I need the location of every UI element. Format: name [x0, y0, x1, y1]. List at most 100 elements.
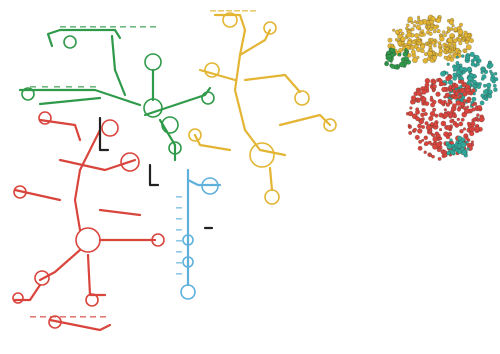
atom-sphere — [417, 124, 421, 128]
loop — [39, 112, 51, 124]
atom-sphere — [433, 44, 436, 47]
atom-sphere — [490, 78, 494, 82]
atom-sphere — [458, 96, 461, 99]
atom-sphere — [494, 72, 497, 75]
atom-sphere — [450, 120, 453, 123]
atom-sphere — [424, 112, 428, 116]
loop — [181, 285, 195, 299]
helix-stem — [245, 75, 300, 92]
atom-sphere — [488, 94, 492, 98]
atom-sphere — [425, 25, 428, 28]
label-mark — [176, 262, 182, 264]
atom-sphere — [467, 67, 472, 72]
atom-sphere — [452, 94, 455, 97]
atom-sphere — [399, 29, 403, 33]
label-mark — [110, 26, 116, 28]
loop — [76, 228, 100, 252]
yellow-domain — [189, 10, 336, 204]
atom-sphere — [471, 141, 474, 144]
atom-sphere — [467, 97, 471, 101]
atom-sphere — [421, 49, 425, 53]
atom-sphere — [467, 53, 470, 56]
label-mark — [226, 10, 232, 12]
atom-sphere — [434, 122, 438, 126]
label-mark — [54, 86, 60, 88]
atom-sphere — [472, 119, 475, 122]
helix-stem — [235, 55, 245, 130]
atom-sphere — [422, 139, 425, 142]
atom-sphere — [403, 52, 408, 57]
atom-sphere — [452, 24, 455, 27]
atom-sphere — [489, 70, 492, 73]
atom-sphere — [452, 86, 455, 89]
atom-sphere — [442, 31, 445, 34]
atom-sphere — [462, 39, 465, 42]
label-mark — [130, 26, 136, 28]
atom-sphere — [489, 63, 493, 67]
atom-sphere — [440, 71, 445, 76]
atom-sphere — [439, 79, 443, 83]
atom-sphere — [465, 40, 469, 44]
loop — [250, 143, 274, 167]
label-mark — [218, 10, 224, 12]
label-mark — [70, 26, 76, 28]
atom-sphere — [460, 102, 465, 107]
atom-sphere — [464, 50, 467, 53]
atom-sphere — [472, 108, 476, 112]
atom-sphere — [417, 129, 422, 134]
atom-sphere — [416, 91, 421, 96]
atom-sphere — [391, 44, 394, 47]
atom-sphere — [439, 36, 444, 41]
atom-sphere — [425, 102, 429, 106]
atom-sphere — [473, 80, 477, 84]
label-mark — [140, 26, 146, 28]
atom-sphere — [392, 29, 395, 32]
label-mark — [66, 86, 72, 88]
loop — [102, 120, 118, 136]
atom-sphere — [440, 101, 444, 105]
atom-sphere — [430, 24, 433, 27]
atom-sphere — [430, 38, 433, 41]
atom-sphere — [476, 63, 479, 66]
atom-sphere — [453, 148, 456, 151]
helix-stem — [20, 90, 140, 105]
atom-sphere — [421, 30, 424, 33]
atom-sphere — [485, 97, 488, 100]
atom-sphere — [474, 85, 477, 88]
atom-sphere — [441, 121, 446, 126]
loop — [265, 190, 279, 204]
atom-sphere — [433, 84, 437, 88]
atom-sphere — [463, 106, 466, 109]
atom-sphere — [474, 126, 479, 131]
atom-sphere — [419, 33, 423, 37]
label-mark — [176, 207, 182, 209]
atom-sphere — [453, 90, 456, 93]
label-mark — [60, 316, 66, 318]
label-mark — [30, 316, 36, 318]
atom-sphere — [410, 107, 413, 110]
loop — [13, 293, 23, 303]
atom-sphere — [398, 41, 402, 45]
atom-sphere — [447, 38, 452, 43]
atom-sphere — [446, 72, 449, 75]
atom-sphere — [434, 39, 437, 42]
atom-sphere — [452, 104, 456, 108]
atom-sphere — [413, 128, 416, 131]
atom-sphere — [445, 47, 449, 51]
atom-sphere — [467, 122, 470, 125]
atom-sphere — [398, 53, 401, 56]
label-mark — [50, 316, 56, 318]
atom-sphere — [463, 128, 466, 131]
atom-sphere — [432, 56, 436, 60]
label-mark — [60, 26, 66, 28]
label-mark — [176, 273, 182, 275]
atom-sphere — [411, 50, 415, 54]
atom-sphere — [419, 119, 424, 124]
label-mark — [100, 316, 106, 318]
atom-sphere — [438, 157, 441, 160]
secondary-structure-diagram — [13, 10, 336, 330]
label-mark — [150, 26, 156, 28]
helix-stem — [280, 115, 330, 125]
